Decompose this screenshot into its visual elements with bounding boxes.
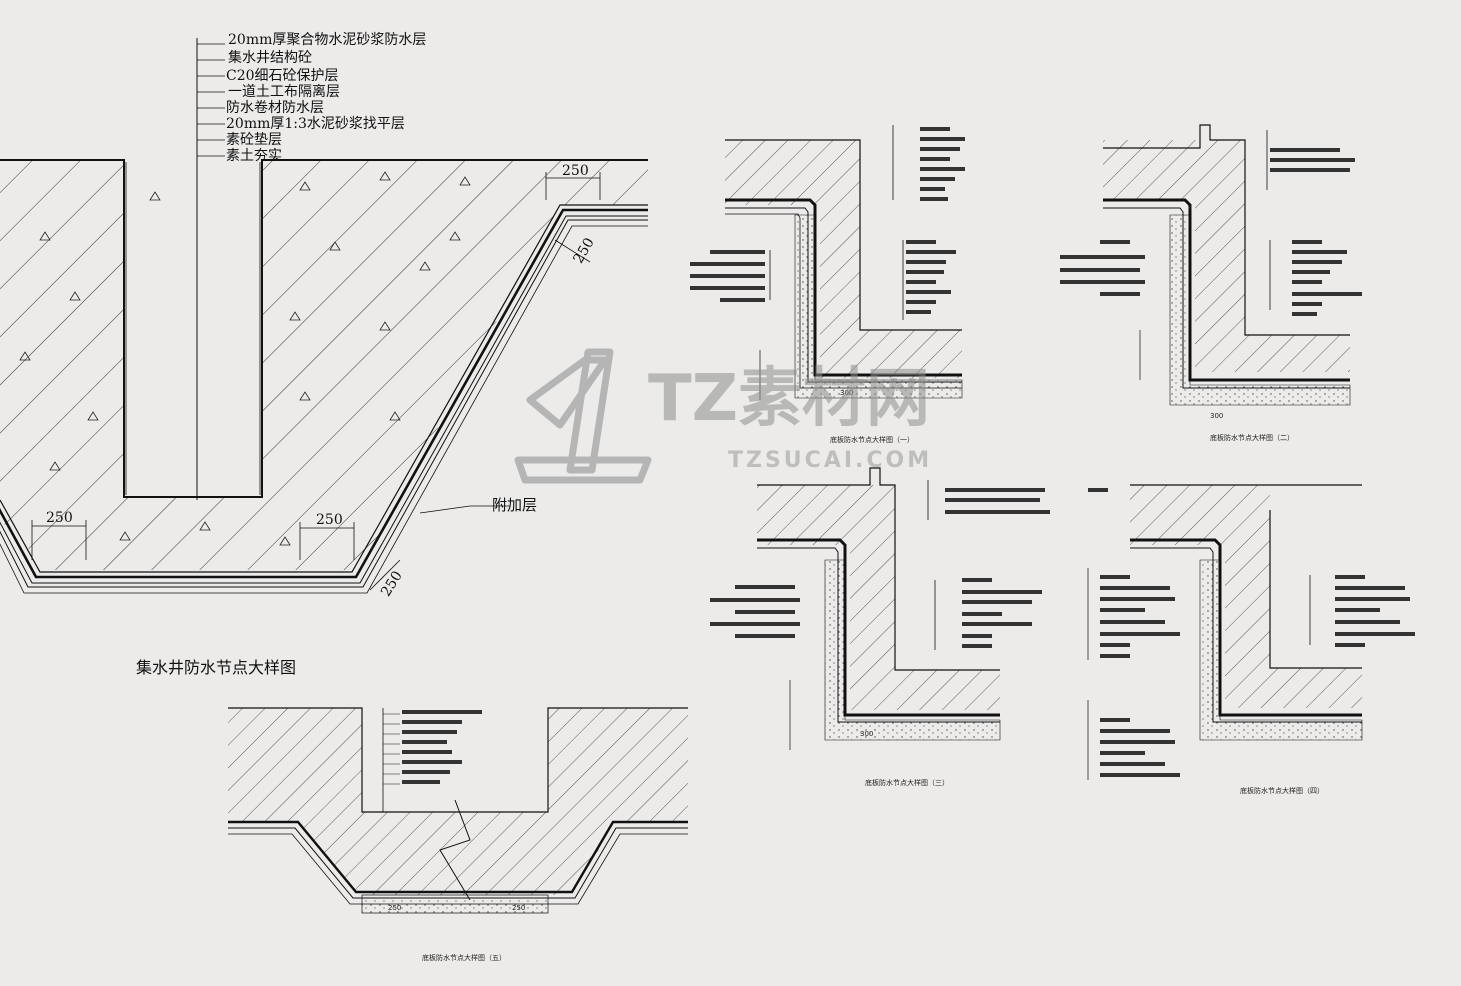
detail-2-caption: 底板防水节点大样图（二） xyxy=(1210,433,1294,442)
detail-2-dim: 300 xyxy=(1210,412,1223,420)
dimension-lines xyxy=(31,172,601,591)
layer-label-2: 集水井结构砼 xyxy=(228,49,312,66)
detail-4: 底板防水节点大样图（四） xyxy=(1087,484,1415,795)
detail-1-dim: 300 xyxy=(840,389,853,397)
detail-4-caption: 底板防水节点大样图（四） xyxy=(1240,786,1324,795)
detail-3-dim: 300 xyxy=(860,730,873,738)
dim-label-2: 250 xyxy=(571,235,598,266)
dim-label-4: 250 xyxy=(316,512,343,528)
layer-label-3: C20细石砼保护层 xyxy=(226,68,339,84)
detail-2: 底板防水节点大样图（二） 300 xyxy=(1060,124,1362,442)
leader-ticks xyxy=(197,43,225,157)
dim-label-1: 250 xyxy=(562,163,589,179)
detail-3: 底板防水节点大样图（三） 300 xyxy=(710,467,1050,787)
small-dim-1: 250 xyxy=(388,904,401,912)
layer-label-1: 20mm厚聚合物水泥砂浆防水层 xyxy=(228,32,426,48)
waterproof-layers xyxy=(0,204,648,594)
watermark-brand: TZ素材网 xyxy=(648,362,930,436)
layer-label-5: 防水卷材防水层 xyxy=(226,100,324,116)
watermark: TZ素材网 TZSUCAI.COM xyxy=(514,348,932,484)
detail-1-caption: 底板防水节点大样图（一） xyxy=(830,435,914,444)
layer-label-8: 素土夯实 xyxy=(226,148,282,164)
layer-label-6: 20mm厚1:3水泥砂浆找平层 xyxy=(226,116,405,132)
layer-label-4: 一道土工布隔离层 xyxy=(228,83,340,100)
detail-5-caption: 底板防水节点大样图（五） xyxy=(422,953,506,962)
watermark-logo-icon xyxy=(514,348,652,484)
sump-main-detail: 20mm厚聚合物水泥砂浆防水层 集水井结构砼 C20细石砼保护层 一道土工布隔离… xyxy=(0,32,648,677)
detail-bottom: 底板防水节点大样图（五） 250 250 xyxy=(228,707,688,962)
dim-label-5: 250 xyxy=(378,568,406,599)
main-detail-title: 集水井防水节点大样图 xyxy=(136,658,296,677)
small-dim-2: 250 xyxy=(512,904,525,912)
dim-label-3: 250 xyxy=(46,510,73,526)
sump-top-line xyxy=(0,159,648,498)
watermark-url: TZSUCAI.COM xyxy=(728,448,932,473)
detail-1: 底板防水节点大样图（一） 300 xyxy=(690,125,965,444)
detail-3-caption: 底板防水节点大样图（三） xyxy=(865,778,949,787)
added-layer-label: 附加层 xyxy=(492,496,537,514)
aggregate-marks xyxy=(19,171,471,546)
sump-wall-left xyxy=(0,160,648,570)
layer-label-7: 素砼垫层 xyxy=(226,132,282,148)
